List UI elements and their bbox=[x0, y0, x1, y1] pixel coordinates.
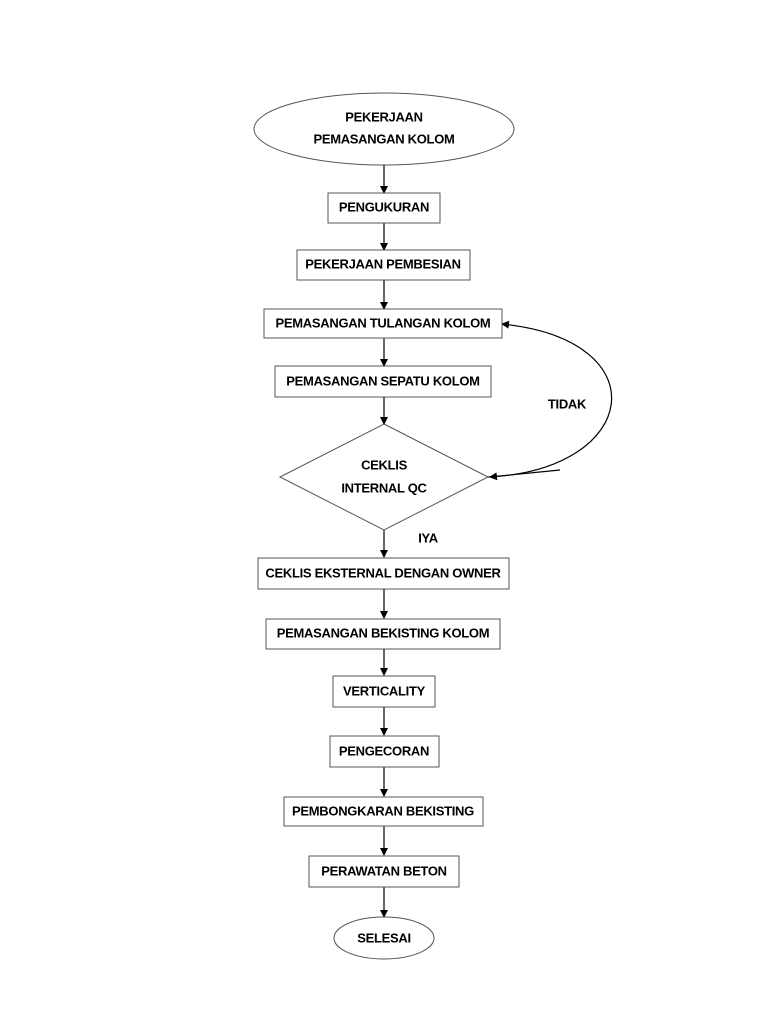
step-perawatan: PERAWATAN BETON bbox=[308, 855, 460, 888]
start-label-line1: PEKERJAAN bbox=[345, 109, 422, 124]
label-tidak: TIDAK bbox=[548, 396, 587, 411]
step-verticality: VERTICALITY bbox=[332, 675, 436, 708]
step-verticality-label: VERTICALITY bbox=[343, 683, 426, 698]
step-tulangan-label: PEMASANGAN TULANGAN KOLOM bbox=[276, 315, 491, 330]
step-pembesian: PEKERJAAN PEMBESIAN bbox=[296, 249, 471, 281]
decision-label-line2: INTERNAL QC bbox=[341, 480, 427, 495]
step-sepatu: PEMASANGAN SEPATU KOLOM bbox=[274, 365, 492, 398]
end-node: SELESAI bbox=[333, 916, 435, 960]
step-pembesian-label: PEKERJAAN PEMBESIAN bbox=[305, 256, 460, 271]
step-ceklis-eksternal: CEKLIS EKSTERNAL DENGAN OWNER bbox=[257, 557, 510, 590]
step-perawatan-label: PERAWATAN BETON bbox=[321, 863, 447, 878]
step-pembongkaran: PEMBONGKARAN BEKISTING bbox=[283, 796, 484, 827]
step-pengecoran-label: PENGECORAN bbox=[339, 743, 429, 758]
step-pengecoran: PENGECORAN bbox=[329, 735, 440, 768]
label-iya: IYA bbox=[418, 530, 438, 545]
decision-internal-qc: CEKLIS INTERNAL QC bbox=[278, 423, 490, 531]
step-ceklis-eksternal-label: CEKLIS EKSTERNAL DENGAN OWNER bbox=[265, 565, 501, 580]
connector-feedback-into-decision bbox=[489, 469, 561, 481]
step-pembongkaran-label: PEMBONGKARAN BEKISTING bbox=[292, 803, 474, 818]
step-tulangan: PEMASANGAN TULANGAN KOLOM bbox=[263, 308, 503, 339]
step-pengukuran-label: PENGUKURAN bbox=[339, 199, 429, 214]
decision-label-line1: CEKLIS bbox=[361, 457, 408, 472]
step-sepatu-label: PEMASANGAN SEPATU KOLOM bbox=[286, 373, 479, 388]
connector-feedback-loop bbox=[487, 320, 613, 478]
end-label: SELESAI bbox=[357, 930, 411, 945]
start-node: PEKERJAAN PEMASANGAN KOLOM bbox=[253, 92, 515, 166]
step-bekisting-label: PEMASANGAN BEKISTING KOLOM bbox=[277, 625, 489, 640]
step-bekisting: PEMASANGAN BEKISTING KOLOM bbox=[265, 618, 501, 650]
step-pengukuran: PENGUKURAN bbox=[327, 192, 441, 224]
start-label-line2: PEMASANGAN KOLOM bbox=[313, 131, 454, 146]
